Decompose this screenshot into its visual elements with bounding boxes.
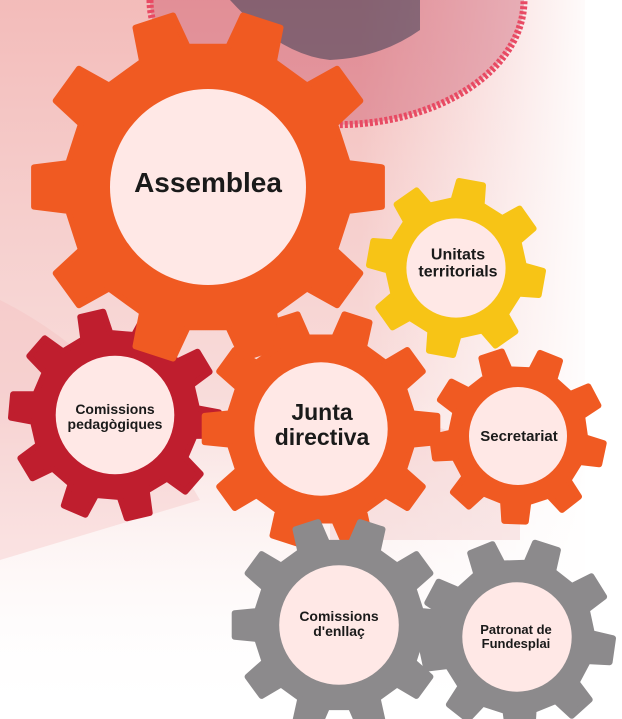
gear-hub: [254, 362, 388, 496]
gear-hub: [462, 582, 572, 692]
gear-hub: [55, 355, 175, 475]
gear-hub: [110, 89, 306, 285]
gear-unitats-territorials-icon: [366, 178, 546, 358]
gear-assemblea-icon: [31, 12, 385, 362]
gear-hub: [279, 565, 399, 685]
gear-comissions-pedagogiques-icon: [8, 308, 222, 522]
gear-patronat-fundesplai-icon: [418, 539, 616, 719]
gear-secretariat-icon: [429, 348, 607, 525]
gear-hub: [406, 218, 506, 318]
gear-comissions-enllac-icon: [231, 519, 447, 719]
gear-hub: [469, 387, 567, 485]
gear-junta-directiva-icon: [201, 311, 441, 547]
